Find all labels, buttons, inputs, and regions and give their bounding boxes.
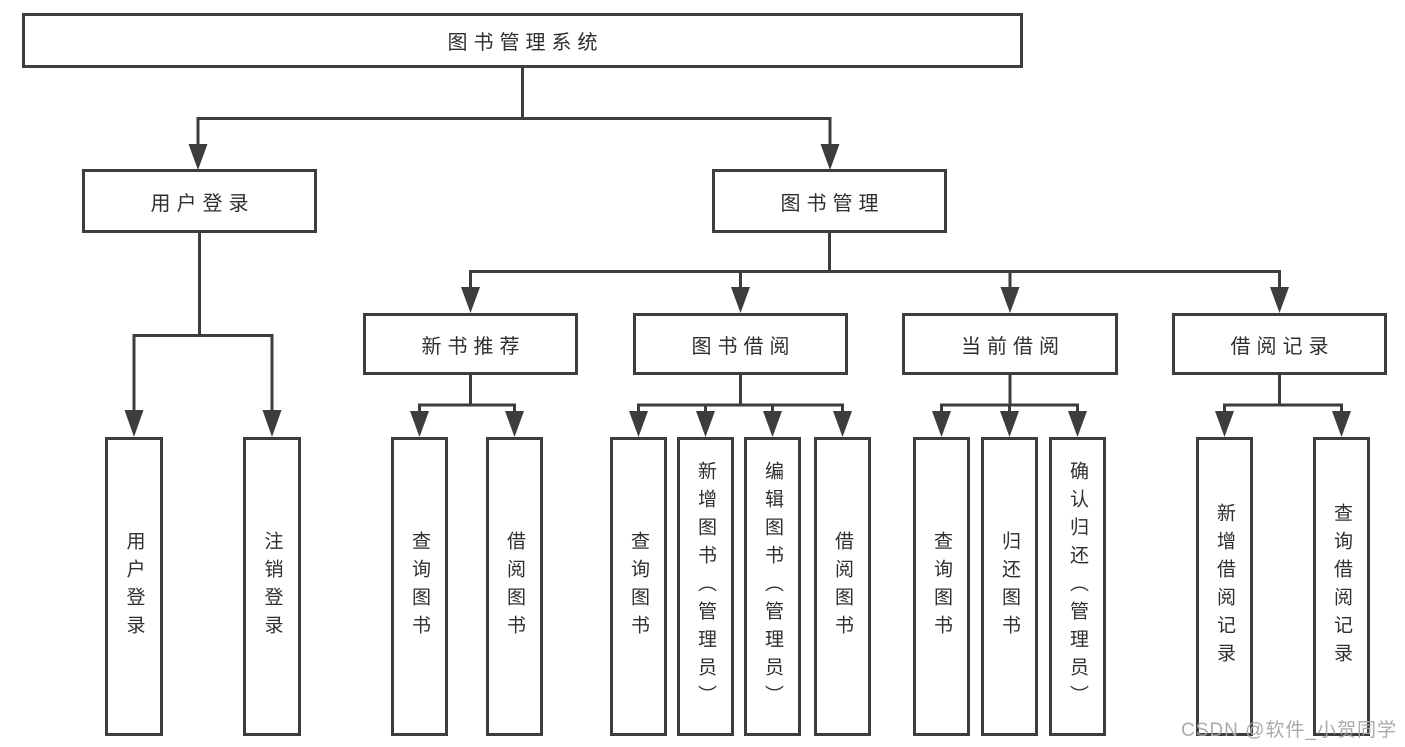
node-leaf-query-books-borrow: 查询图书	[610, 437, 667, 736]
node-user-login: 用户登录	[82, 169, 317, 233]
connector-root-to-level2	[188, 68, 840, 170]
node-leaf-logout-login: 注销登录	[243, 437, 301, 736]
node-book-management: 图书管理	[712, 169, 947, 233]
node-new-book-recommend: 新书推荐	[363, 313, 578, 375]
node-current-borrowing: 当前借阅	[902, 313, 1118, 375]
node-leaf-borrow-books-recommend-label: 借阅图书	[504, 530, 525, 643]
connector-currentborrow-to-leaves	[932, 375, 1087, 437]
node-leaf-user-login: 用户登录	[105, 437, 163, 736]
node-leaf-borrow-books-label: 借阅图书	[832, 530, 853, 643]
node-leaf-query-borrow-record-label: 查询借阅记录	[1331, 502, 1352, 671]
node-leaf-return-books-label: 归还图书	[999, 530, 1020, 643]
node-leaf-query-borrow-record: 查询借阅记录	[1313, 437, 1370, 736]
node-leaf-query-books-recommend: 查询图书	[391, 437, 448, 736]
node-leaf-query-books-current-label: 查询图书	[931, 530, 952, 643]
node-leaf-edit-books-admin: 编辑图书（管理员）	[744, 437, 801, 736]
node-leaf-borrow-books-recommend: 借阅图书	[486, 437, 543, 736]
node-root-label: 图书管理系统	[447, 32, 604, 54]
node-leaf-query-books-recommend-label: 查询图书	[409, 530, 430, 643]
node-leaf-query-books-current: 查询图书	[913, 437, 970, 736]
node-user-login-label: 用户登录	[150, 192, 255, 215]
node-new-book-recommend-label: 新书推荐	[421, 335, 526, 358]
node-leaf-add-borrow-record-label: 新增借阅记录	[1214, 502, 1235, 671]
node-borrowing-records: 借阅记录	[1172, 313, 1387, 375]
node-leaf-user-login-label: 用户登录	[123, 530, 145, 643]
node-leaf-return-books: 归还图书	[981, 437, 1038, 736]
node-leaf-confirm-return-admin: 确认归还（管理员）	[1049, 437, 1106, 736]
connector-borrowrecords-to-leaves	[1215, 375, 1351, 437]
node-leaf-confirm-return-admin-label: 确认归还（管理员）	[1067, 460, 1088, 713]
node-current-borrowing-label: 当前借阅	[961, 335, 1065, 358]
node-leaf-borrow-books: 借阅图书	[814, 437, 871, 736]
node-leaf-query-books-borrow-label: 查询图书	[628, 530, 649, 643]
node-leaf-add-books-admin: 新增图书（管理员）	[677, 437, 734, 736]
node-borrowing-records-label: 借阅记录	[1230, 335, 1335, 358]
node-leaf-edit-books-admin-label: 编辑图书（管理员）	[762, 460, 783, 713]
node-book-borrowing: 图书借阅	[633, 313, 848, 375]
node-book-borrowing-label: 图书借阅	[691, 335, 796, 358]
connector-bookborrow-to-leaves	[629, 375, 852, 437]
node-leaf-add-borrow-record: 新增借阅记录	[1196, 437, 1253, 736]
node-root: 图书管理系统	[22, 13, 1023, 68]
node-leaf-logout-login-label: 注销登录	[261, 530, 283, 643]
node-book-management-label: 图书管理	[780, 192, 885, 215]
connector-bookmgmt-to-level3	[461, 233, 1289, 313]
connector-newbookrec-to-leaves	[410, 375, 524, 437]
connector-userlogin-to-leaves	[124, 233, 282, 437]
watermark-text: CSDN @软件_小贺同学	[1181, 720, 1397, 741]
node-leaf-add-books-admin-label: 新增图书（管理员）	[695, 460, 716, 713]
